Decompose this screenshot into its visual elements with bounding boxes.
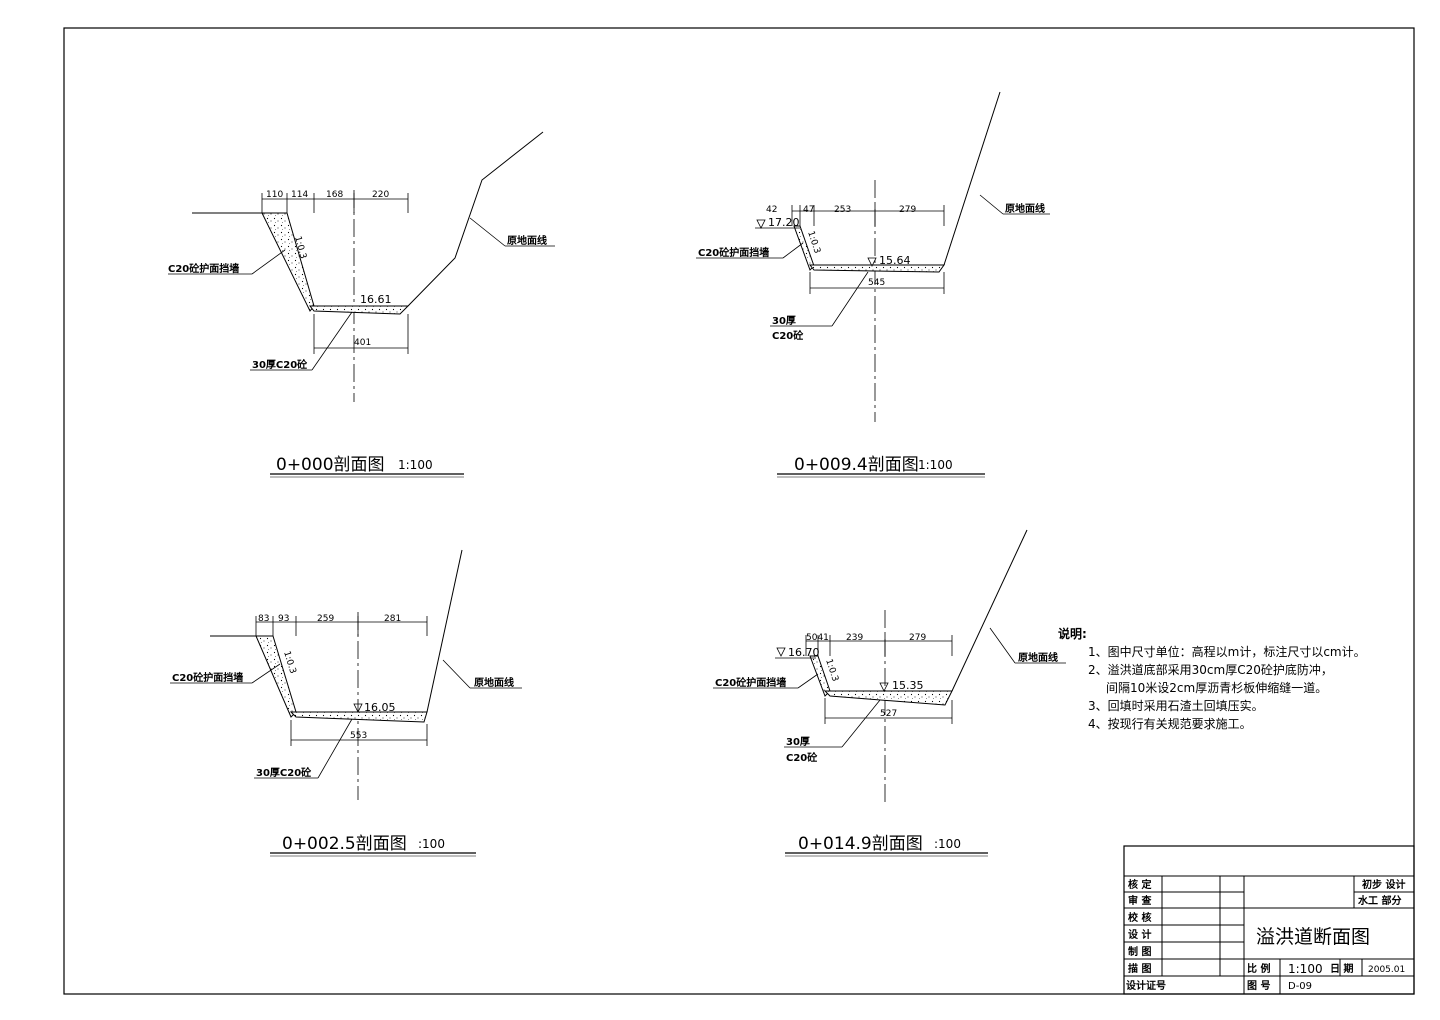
floor-label: 30厚C20砼 <box>252 358 307 371</box>
role-label: 描 图 <box>1128 962 1151 975</box>
retaining-wall <box>261 212 315 312</box>
section-scale: 1:100 <box>918 458 953 472</box>
title-block <box>1123 845 1415 995</box>
scale-value: 1:100 <box>1288 962 1323 976</box>
section-title: 0+000剖面图 <box>276 455 385 475</box>
ground-line <box>951 529 1028 692</box>
top-dim: 279 <box>899 205 916 215</box>
top-dim: 93 <box>278 614 289 624</box>
date-value: 2005.01 <box>1368 965 1405 975</box>
design-stage: 初步 设计 <box>1362 878 1405 891</box>
top-dim: 114 <box>291 190 308 200</box>
floor-elevation: 15.64 <box>879 254 911 267</box>
section-0-000: 110 114 168 220 1:0.3 C20砼护面挡墙 16.61 401… <box>168 131 555 478</box>
top-dim: 279 <box>909 633 926 643</box>
note-line: 3、回填时采用石渣土回填压实。 <box>1088 698 1264 713</box>
ground-label: 原地面线 <box>474 676 514 689</box>
top-dim: 259 <box>317 614 334 624</box>
notes-heading: 说明: <box>1058 626 1087 641</box>
top-dim: 42 <box>766 205 777 215</box>
floor-elevation: 15.35 <box>892 679 924 692</box>
drawing-no-label: 图 号 <box>1247 980 1270 992</box>
top-dim: 47 <box>803 205 814 215</box>
scale-label: 比 例 <box>1247 962 1270 975</box>
top-elevation: 16.70 <box>788 646 820 659</box>
role-label: 设计证号 <box>1126 979 1166 992</box>
bottom-dim: 553 <box>350 731 367 741</box>
title-block-text: 核 定 审 查 校 核 设 计 制 图 描 图 设计证号 初步 设计 水工 部分… <box>1126 878 1405 992</box>
floor-slab <box>289 711 428 723</box>
floor-label: 30厚C20砼 <box>256 766 311 779</box>
bottom-dim: 545 <box>868 278 885 288</box>
wall-label: C20砼护面挡墙 <box>168 262 239 275</box>
wall-label: C20砼护面挡墙 <box>715 676 786 689</box>
top-dim: 220 <box>372 190 389 200</box>
date-label: 日 期 <box>1330 962 1353 975</box>
floor-label: 30厚 <box>786 736 810 748</box>
section-scale: 1:100 <box>398 458 433 472</box>
drawing-no-value: D-09 <box>1288 981 1312 992</box>
drawing-border <box>63 27 1415 995</box>
bottom-dim: 527 <box>880 709 897 719</box>
floor-slab <box>823 690 953 706</box>
section-scale: :100 <box>934 837 961 851</box>
top-dim: 239 <box>846 633 863 643</box>
floor-slab <box>808 264 945 273</box>
note-line: 1、图中尺寸单位：高程以m计，标注尺寸以cm计。 <box>1088 644 1366 659</box>
floor-slab <box>308 305 410 315</box>
bottom-dim: 401 <box>354 338 371 348</box>
top-dim: 281 <box>384 614 401 624</box>
role-label: 核 定 <box>1128 878 1151 891</box>
role-label: 校 核 <box>1128 911 1151 924</box>
section-title: 0+002.5剖面图 <box>282 834 407 854</box>
section-scale: :100 <box>418 837 445 851</box>
top-dim: 5041 <box>806 633 829 643</box>
section-0-002-5: 83 93 259 281 1:0.3 C20砼护面挡墙 16.05 553 3… <box>170 549 522 857</box>
notes-block: 说明: 1、图中尺寸单位：高程以m计，标注尺寸以cm计。 2、溢洪道底部采用30… <box>1058 626 1366 731</box>
floor-label: C20砼 <box>786 751 817 764</box>
ground-label: 原地面线 <box>1005 202 1045 215</box>
floor-elevation: 16.05 <box>364 701 396 714</box>
section-0-014-9: 5041 239 279 16.70 1:0.3 C20砼护面挡墙 15.35 … <box>713 529 1066 857</box>
wall-label: C20砼护面挡墙 <box>172 671 243 684</box>
note-line: 4、按现行有关规范要求施工。 <box>1088 716 1252 731</box>
top-dim: 253 <box>834 205 851 215</box>
ground-line <box>426 549 463 713</box>
floor-elevation: 16.61 <box>360 293 392 306</box>
ground-label: 原地面线 <box>1018 651 1058 664</box>
top-dim: 83 <box>258 614 269 624</box>
role-label: 制 图 <box>1128 945 1151 958</box>
section-0-009-4: 42 47 253 279 17.20 1:0.3 C20砼护面挡墙 15.64… <box>696 91 1050 478</box>
ground-line <box>943 91 1001 266</box>
ground-line <box>407 131 544 307</box>
note-line: 2、溢洪道底部采用30cm厚C20砼护底防冲， <box>1088 662 1333 677</box>
top-dim: 168 <box>326 190 343 200</box>
drawing-title: 溢洪道断面图 <box>1256 926 1370 948</box>
discipline: 水工 部分 <box>1357 894 1401 907</box>
role-label: 设 计 <box>1128 928 1151 941</box>
floor-label: C20砼 <box>772 329 803 342</box>
section-title: 0+014.9剖面图 <box>798 834 923 854</box>
floor-label: 30厚 <box>772 315 796 327</box>
note-line: 间隔10米设2cm厚沥青杉板伸缩缝一道。 <box>1106 680 1327 695</box>
wall-label: C20砼护面挡墙 <box>698 246 769 259</box>
role-label: 审 查 <box>1128 894 1152 907</box>
top-dim: 110 <box>266 190 283 200</box>
section-title: 0+009.4剖面图 <box>794 455 919 475</box>
top-elevation: 17.20 <box>768 216 800 229</box>
ground-label: 原地面线 <box>507 234 547 247</box>
